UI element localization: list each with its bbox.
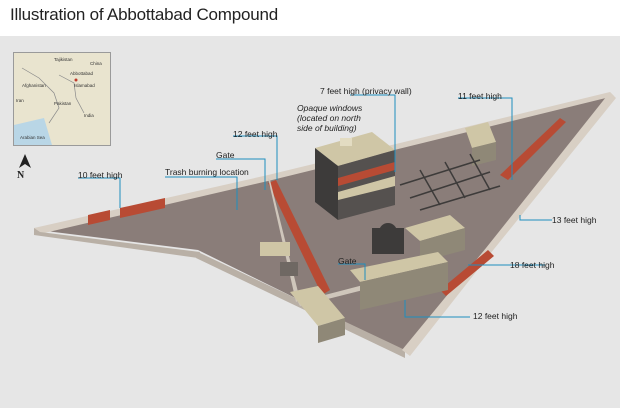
main-house-front xyxy=(315,148,338,220)
page-title: Illustration of Abbottabad Compound xyxy=(10,5,279,24)
red-wall-18ft xyxy=(440,250,494,296)
main-house-band-light xyxy=(338,176,395,200)
locator-map-shapes xyxy=(14,67,85,145)
label-13-feet: 13 feet high xyxy=(552,215,597,225)
label-opaque-windows: Opaque windows (located on north side of… xyxy=(297,103,363,133)
guest-house-side xyxy=(360,262,448,310)
shed-side xyxy=(318,318,345,343)
map-label-islamabad: Islamabad xyxy=(74,83,95,88)
north-arrow-icon xyxy=(19,154,31,168)
north-label: N xyxy=(17,170,25,181)
label-18-feet: 18 feet high xyxy=(510,260,555,270)
label-gate-bottom: Gate xyxy=(338,256,357,266)
shed-top xyxy=(290,286,345,326)
label-privacy-wall: 7 feet high (privacy wall) xyxy=(320,86,412,96)
map-label-tajikistan: Tajikistan xyxy=(54,57,73,62)
red-wall-10ft xyxy=(88,210,110,225)
label-12-feet-bottom: 12 feet high xyxy=(473,311,518,321)
map-label-india: India xyxy=(84,113,94,118)
map-label-china: China xyxy=(90,61,102,66)
map-label-pakistan: Pakistan xyxy=(54,101,72,106)
guest-house-top xyxy=(350,252,448,282)
main-house-band-red xyxy=(338,162,395,186)
red-wall-10ft-b xyxy=(120,198,165,218)
outer-wall-east xyxy=(402,92,616,356)
main-house-top xyxy=(315,132,395,166)
label-12-feet-top: 12 feet high xyxy=(233,129,278,139)
map-label-afghanistan: Afghanistan xyxy=(22,83,46,88)
map-label-abbottabad: Abbottabad xyxy=(70,71,94,76)
outbuilding-ne xyxy=(465,122,496,148)
main-house-chimney xyxy=(340,138,352,146)
label-11-feet: 11 feet high xyxy=(458,91,502,101)
annex-top xyxy=(405,215,465,241)
garden-grid xyxy=(399,153,501,211)
locator-map: Tajikistan China Abbottabad Afghanistan … xyxy=(13,52,111,146)
red-wall-12ft xyxy=(268,180,330,295)
tank-building xyxy=(372,228,404,254)
label-trash-burning: Trash burning location xyxy=(165,167,249,177)
compound-ground xyxy=(38,95,610,352)
red-wall-13ft xyxy=(500,118,566,180)
label-gate-top: Gate xyxy=(216,150,235,160)
outer-wall-south-west xyxy=(34,228,200,258)
cage-structure xyxy=(280,262,298,276)
entrance-canopy xyxy=(260,242,290,256)
map-label-arabian-sea: Arabian Sea xyxy=(20,135,45,140)
map-label-iran: Iran xyxy=(16,98,24,103)
label-10-feet: 10 feet high xyxy=(78,170,123,180)
leader-lines xyxy=(78,94,552,318)
